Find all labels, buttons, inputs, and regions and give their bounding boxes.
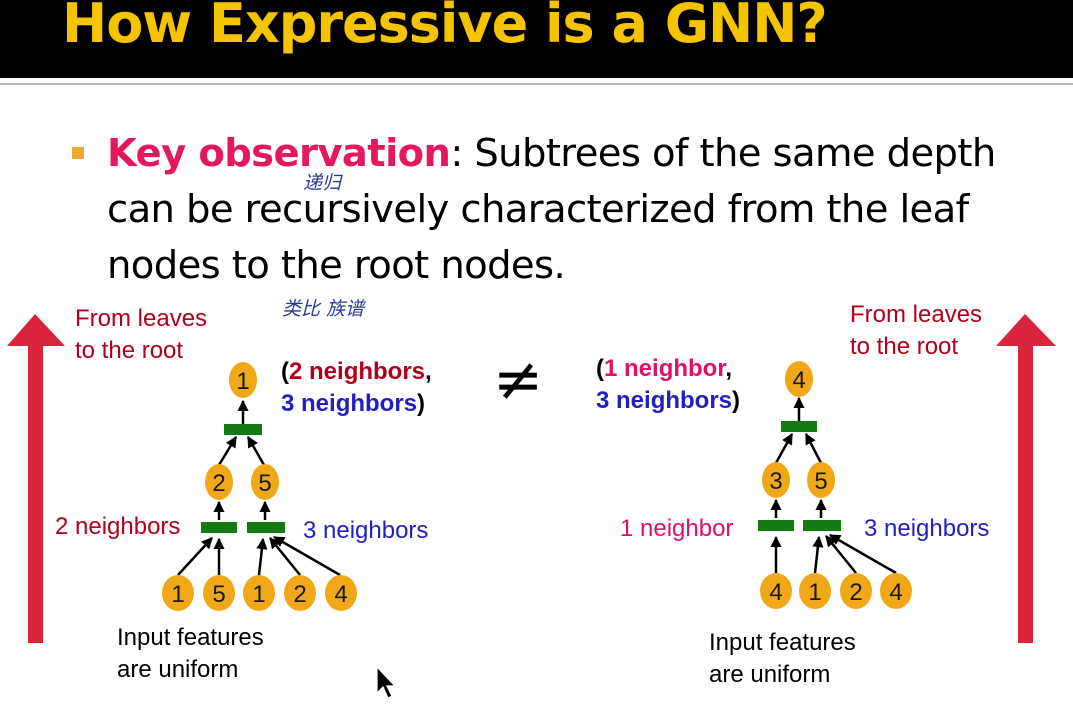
svg-text:1: 1 — [236, 368, 249, 395]
svg-text:2: 2 — [293, 581, 306, 608]
aggregator — [247, 522, 285, 533]
mouse-cursor-icon — [376, 665, 397, 699]
key-observation-bullet: Key observation: Subtrees of the same de… — [107, 126, 1047, 294]
not-equal-sign: ≠ — [493, 345, 543, 415]
bullet-line-2: can be recursively characterized from th… — [107, 187, 969, 232]
left-desc-second: 3 neighbors — [281, 390, 417, 417]
tree-node: 1 — [243, 575, 275, 611]
left-tree-right-agg-label: 3 neighbors — [303, 517, 428, 544]
left-footer-line-1: Input features — [117, 624, 264, 651]
right-tree-description-line-1: (1 neighbor, — [596, 355, 732, 382]
aggregator — [758, 520, 794, 531]
aggregator — [224, 424, 262, 435]
tree-node: 1 — [799, 573, 831, 609]
right-desc-open: ( — [596, 355, 604, 382]
right-tree-description-line-2: 3 neighbors) — [596, 387, 740, 414]
left-footer-line-2: are uniform — [117, 656, 238, 683]
right-footer-line-1: Input features — [709, 629, 856, 656]
svg-text:1: 1 — [808, 579, 821, 606]
left-desc-first: 2 neighbors — [289, 358, 425, 385]
tree-node: 4 — [880, 573, 912, 609]
right-up-arrow — [996, 314, 1056, 643]
tree-node: 5 — [807, 462, 835, 498]
left-desc-close: ) — [417, 390, 425, 417]
svg-text:5: 5 — [814, 468, 827, 495]
svg-text:5: 5 — [258, 470, 271, 497]
svg-text:4: 4 — [792, 367, 805, 394]
tree-node: 4 — [785, 361, 813, 397]
tree-node: 5 — [251, 464, 279, 500]
tree-node: 2 — [284, 575, 316, 611]
bullet-line-1: : Subtrees of the same depth — [450, 131, 996, 176]
svg-text:1: 1 — [252, 581, 265, 608]
tree-node: 2 — [205, 464, 233, 500]
bullet-line-3: nodes to the root nodes. — [107, 243, 566, 288]
right-desc-second: 3 neighbors — [596, 387, 732, 414]
left-desc-open: ( — [281, 358, 289, 385]
aggregator — [201, 522, 237, 533]
left-tree: 1 2 5 1 5 1 2 4 — [162, 362, 357, 611]
svg-text:4: 4 — [769, 579, 782, 606]
left-arrow-label-1: From leaves — [75, 305, 207, 332]
tree-node: 2 — [840, 573, 872, 609]
title-divider — [0, 83, 1073, 85]
right-tree-left-agg-label: 1 neighbor — [620, 515, 733, 542]
svg-text:5: 5 — [212, 581, 225, 608]
left-up-arrow — [7, 314, 65, 643]
right-footer-line-2: are uniform — [709, 661, 830, 688]
aggregator — [781, 421, 817, 432]
tree-node: 1 — [162, 575, 194, 611]
tree-node: 4 — [325, 575, 357, 611]
svg-text:1: 1 — [171, 581, 184, 608]
left-desc-comma: , — [425, 358, 432, 385]
right-tree: 4 3 5 4 1 2 4 — [758, 361, 912, 609]
right-tree-right-agg-label: 3 neighbors — [864, 515, 989, 542]
aggregator — [803, 520, 841, 531]
tree-node: 1 — [229, 362, 257, 398]
svg-text:4: 4 — [889, 579, 902, 606]
svg-text:3: 3 — [769, 468, 782, 495]
right-desc-first: 1 neighbor — [604, 355, 726, 382]
handwritten-note-recursion: 递归 — [303, 172, 342, 194]
left-tree-description-line-1: (2 neighbors, — [281, 358, 432, 385]
svg-text:2: 2 — [212, 470, 225, 497]
handwritten-note-analogy: 类比 族谱 — [282, 298, 365, 320]
tree-node: 4 — [760, 573, 792, 609]
bullet-marker — [72, 147, 84, 159]
svg-text:4: 4 — [334, 581, 347, 608]
right-desc-close: ) — [732, 387, 740, 414]
right-arrow-label-1: From leaves — [850, 301, 982, 328]
right-arrow-label-2: to the root — [850, 333, 958, 360]
left-tree-left-agg-label: 2 neighbors — [55, 513, 180, 540]
title-bar: How Expressive is a GNN? — [0, 0, 1073, 78]
left-arrow-label-2: to the root — [75, 337, 183, 364]
tree-node: 3 — [762, 462, 790, 498]
key-term: Key observation — [107, 131, 451, 176]
left-tree-description-line-2: 3 neighbors) — [281, 390, 425, 417]
slide-title: How Expressive is a GNN? — [62, 0, 828, 55]
svg-text:2: 2 — [849, 579, 862, 606]
tree-node: 5 — [203, 575, 235, 611]
right-desc-comma: , — [725, 355, 732, 382]
